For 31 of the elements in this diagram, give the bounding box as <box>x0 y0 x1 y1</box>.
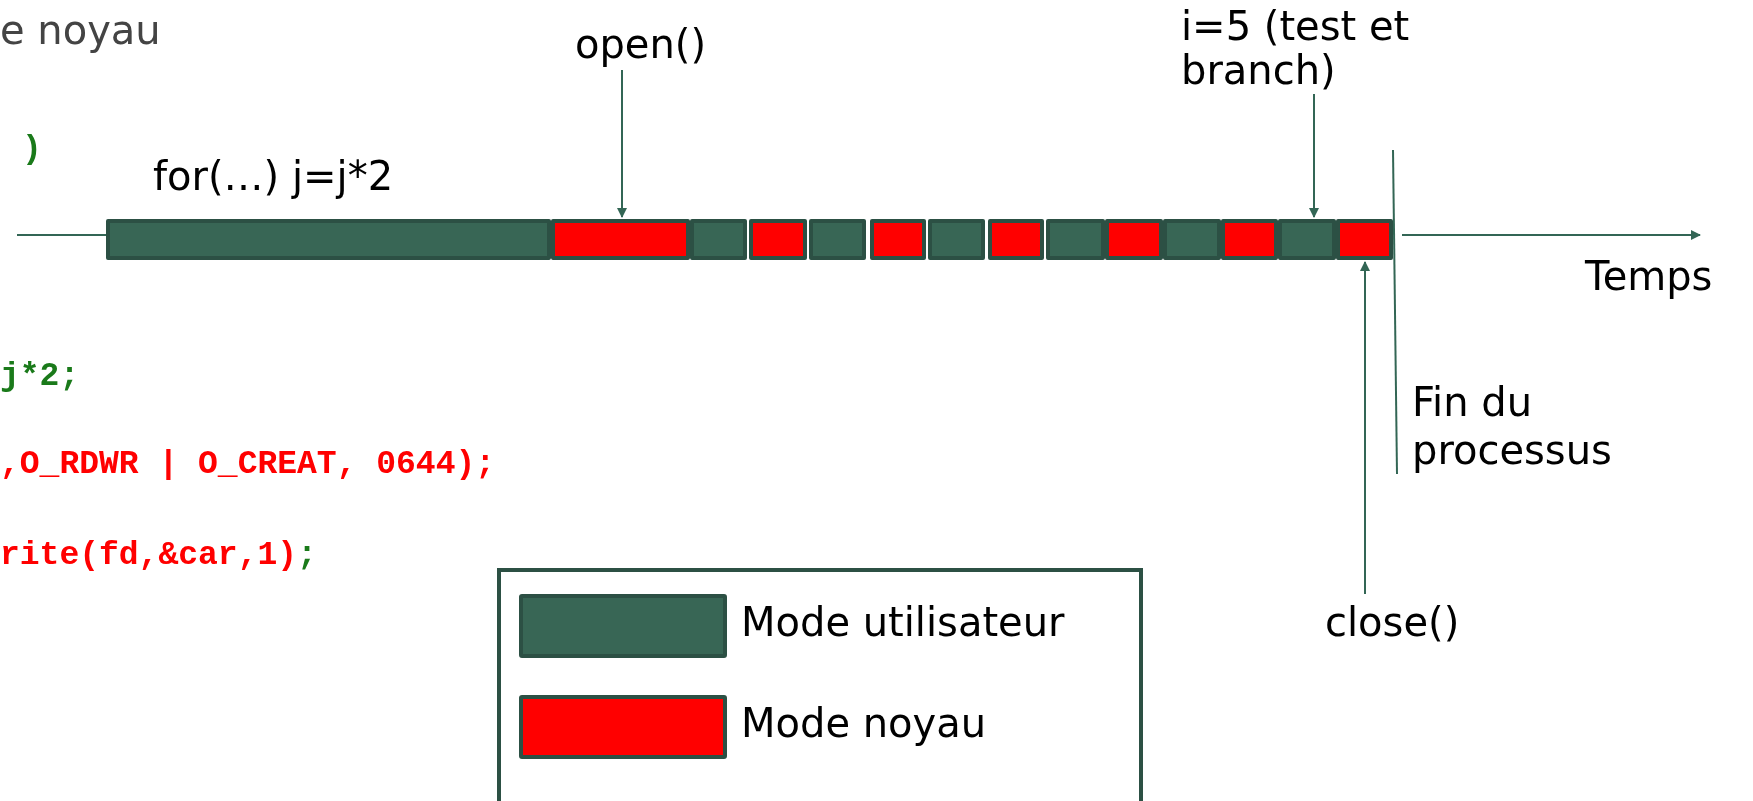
timeline-segment <box>1277 219 1336 260</box>
timeline-segment <box>1046 219 1105 260</box>
timeline-segment <box>689 219 747 260</box>
legend-label: Mode noyau <box>741 699 987 747</box>
axis-label: Temps <box>1585 252 1713 300</box>
timeline-segment <box>927 219 985 260</box>
arrow <box>617 69 627 218</box>
event-label: i=5 (test et branch) <box>1181 4 1451 92</box>
code-line: rite(fd,&car,1) <box>0 536 298 576</box>
event-label: open() <box>575 20 707 68</box>
timeline-segment <box>1104 219 1163 260</box>
timeline-segment <box>809 219 867 260</box>
legend-label: Mode utilisateur <box>741 598 1065 646</box>
event-label: Fin du processus <box>1397 378 1687 474</box>
timeline-segment <box>1220 219 1278 260</box>
timeline-segment <box>749 219 808 260</box>
event-label: close() <box>1325 598 1460 646</box>
timeline-segment <box>869 219 926 260</box>
loop-label: for(…) j=j*2 <box>153 152 394 200</box>
code-line: ,O_RDWR | O_CREAT, 0644); <box>0 445 496 485</box>
code-line: ; <box>297 536 317 576</box>
code-line: j*2; <box>0 357 80 397</box>
timeline-segment <box>1162 219 1221 260</box>
label-text: e noyau <box>0 6 161 54</box>
leader-line <box>1392 149 1398 475</box>
code-line: ) <box>22 130 42 170</box>
arrow <box>1309 93 1319 218</box>
arrow <box>1360 261 1370 595</box>
timeline-segment <box>988 219 1045 260</box>
timeline-segment <box>106 219 552 260</box>
timeline-segment <box>1336 219 1393 260</box>
